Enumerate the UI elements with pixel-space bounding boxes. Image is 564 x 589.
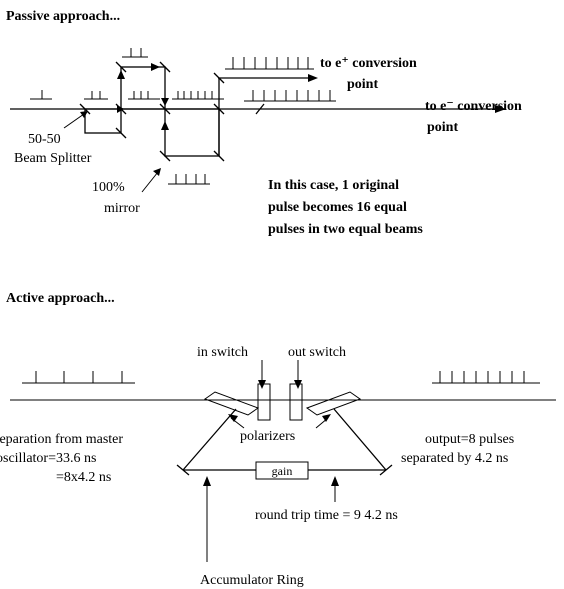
pulse-octet-bottom [244, 90, 336, 102]
note-line-3: pulses in two equal beams [268, 222, 423, 237]
eplus-point-label: point [347, 77, 378, 92]
delay-loop-3 [161, 108, 220, 157]
note-line-1: In this case, 1 original [268, 178, 399, 193]
pulse-octet-top [225, 57, 314, 70]
gain-box [255, 461, 309, 480]
pulse-quad-bottom [168, 174, 210, 185]
pulse-octet-mid [172, 91, 224, 100]
upper-beam [218, 74, 318, 82]
pulse-pair-1 [84, 91, 108, 100]
delay-loop-2 [117, 63, 169, 110]
beam-splitter-pointer [63, 111, 88, 129]
mirror-label-1: 100% [92, 180, 125, 195]
pulse-pair-top [122, 48, 148, 58]
active-heading: Active approach... [6, 291, 115, 306]
separation-label-1: separation from master [0, 432, 123, 447]
gain-label: gain [272, 464, 293, 478]
polarizer-right-arrow [315, 414, 331, 429]
output-pulse-train [432, 371, 540, 384]
polarizer-right [305, 391, 362, 416]
polarizer-left-arrow [228, 414, 245, 429]
output-label-2: separated by 4.2 ns [401, 451, 508, 466]
note-line-2: pulse becomes 16 equal [268, 200, 407, 215]
beam-splitter-label-2: Beam Splitter [14, 151, 92, 166]
round-trip-label: round trip time = 9 4.2 ns [255, 508, 398, 523]
eplus-label: to e⁺ conversion [320, 56, 417, 71]
input-pulse-train [22, 371, 135, 384]
pulse-quad-1 [128, 91, 160, 100]
splitter-marks [79, 61, 265, 162]
eminus-point-label: point [427, 120, 458, 135]
separation-label-2: oscillator=33.6 ns [0, 451, 96, 466]
polarizer-left [203, 391, 260, 416]
out-switch-arrow [294, 360, 302, 389]
out-switch-box [289, 383, 303, 421]
pulse-single-input [30, 90, 52, 100]
output-label-1: output=8 pulses [425, 432, 514, 447]
in-switch-arrow [258, 360, 266, 389]
polarizers-label: polarizers [240, 429, 295, 444]
passive-heading: Passive approach... [6, 9, 120, 24]
mirror-label-2: mirror [104, 201, 140, 216]
in-switch-box [257, 383, 271, 421]
out-switch-label: out switch [288, 345, 346, 360]
accumulator-ring [176, 408, 393, 476]
mirror-pointer [141, 168, 161, 193]
beam-splitter-label-1: 50-50 [28, 132, 61, 147]
delay-loop-1 [84, 105, 124, 134]
separation-label-3: =8x4.2 ns [56, 470, 111, 485]
accumulator-arrow [203, 476, 211, 562]
eminus-label: to e⁻ conversion [425, 99, 522, 114]
in-switch-label: in switch [197, 345, 248, 360]
accumulator-label: Accumulator Ring [200, 573, 304, 588]
round-trip-arrow [331, 476, 339, 502]
